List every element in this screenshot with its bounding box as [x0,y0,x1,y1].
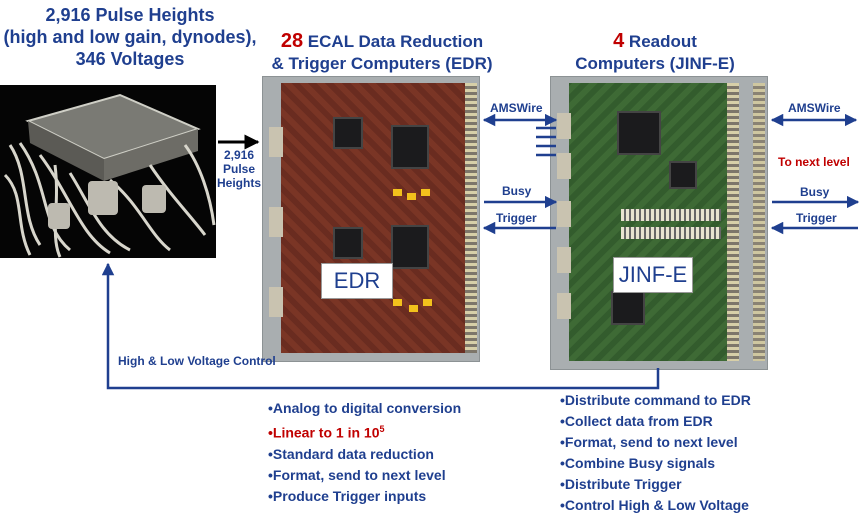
amswire-bus-lines [536,126,556,157]
edr-title-line1-text: ECAL Data Reduction [303,32,484,51]
edr-title-line2: & Trigger Computers (EDR) [271,54,493,73]
edr-count: 28 [280,30,304,52]
jinf-input-connector [557,153,571,179]
edr-capacitor [421,189,430,196]
pulse-label-line3: Heights [216,176,261,190]
ecal-title-line3: 346 Voltages [75,49,185,69]
edr-board-photo: EDR [262,76,480,362]
edr-function-item: •Format, send to next level [268,466,446,483]
jinf-input-connector [557,293,571,319]
jinf-board-photo: JINF-E [550,76,768,370]
edr-capacitor [407,193,416,200]
jinf-function-item: •Control High & Low Voltage [560,497,749,513]
busy-right-label: Busy [800,185,830,199]
jinf-function-item: •Distribute command to EDR [560,392,751,408]
edr-capacitor [409,305,418,312]
jinf-title-line2: Computers (JINF-E) [575,54,735,73]
edr-function-item: •Analog to digital conversion [268,400,462,416]
edr-chip [333,117,363,149]
edr-capacitor [423,299,432,306]
edr-function-list: •Analog to digital conversion •Linear to… [268,398,461,507]
jinf-count: 4 [613,30,625,52]
pulse-label-line2: Pulse [222,162,255,176]
jinf-input-connector [557,113,571,139]
edr-input-connector [269,287,283,317]
jinf-header-strip [621,227,721,239]
hv-control-label: High & Low Voltage Control [118,354,276,368]
edr-input-connector [269,207,283,237]
jinf-header-strip [621,209,721,221]
jinf-processor-chip [617,111,661,155]
amswire-mid-label: AMSWire [490,101,543,115]
jinf-function-item: •Collect data from EDR [560,413,713,429]
jinf-title: 4 Readout Computers (JINF-E) [560,30,750,75]
jinf-function-item: •Format, send to next level [560,434,738,450]
edr-linear-exponent: 5 [379,424,385,434]
amswire-right-label: AMSWire [788,101,841,115]
next-level-label: To next level [778,155,850,169]
hv-control-arrow [101,262,660,390]
edr-connector-rail [465,83,477,353]
trigger-right-label: Trigger [796,211,837,225]
ecal-title-line1: 2,916 Pulse Heights [45,5,215,25]
edr-box-label: EDR [321,263,393,299]
jinf-title-line1-text: Readout [624,32,697,51]
ecal-title-line2: (high and low gain, dynodes), [3,27,257,47]
edr-title: 28 ECAL Data Reduction & Trigger Compute… [252,30,512,75]
jinf-chip [669,161,697,189]
edr-function-item: •Standard data reduction [268,445,434,462]
jinf-input-connector [557,247,571,273]
jinf-function-item: •Distribute Trigger [560,476,682,492]
jinf-box-label: JINF-E [613,257,693,293]
edr-fpga-chip [391,125,429,169]
edr-function-item: •Produce Trigger inputs [268,487,427,504]
edr-pcb [281,83,469,353]
jinf-title-line1: 4 Readout [560,30,750,53]
ecal-detector-illustration [3,93,216,258]
edr-capacitor [393,189,402,196]
edr-input-connector [269,127,283,157]
edr-function-item-linear: •Linear to 1 in 105 [268,419,461,444]
edr-chip [333,227,363,259]
ecal-title: 2,916 Pulse Heights (high and low gain, … [0,4,260,70]
pulse-heights-label: 2,916 Pulse Heights [214,148,264,190]
ecal-detector-photo [0,85,216,258]
edr-capacitor [393,299,402,306]
jinf-function-item: •Combine Busy signals [560,455,716,471]
jinf-input-connector [557,201,571,227]
edr-fpga-chip [391,225,429,269]
jinf-function-list: •Distribute command to EDR •Collect data… [560,390,751,516]
edr-title-line1: 28 ECAL Data Reduction [252,30,512,53]
trigger-mid-label: Trigger [496,211,537,225]
edr-linear-text: •Linear to 1 in 10 [268,424,380,441]
jinf-connector-rail [727,83,739,361]
jinf-backplane-rail [753,83,765,361]
busy-mid-label: Busy [502,184,532,198]
pulse-label-line1: 2,916 [223,148,255,162]
